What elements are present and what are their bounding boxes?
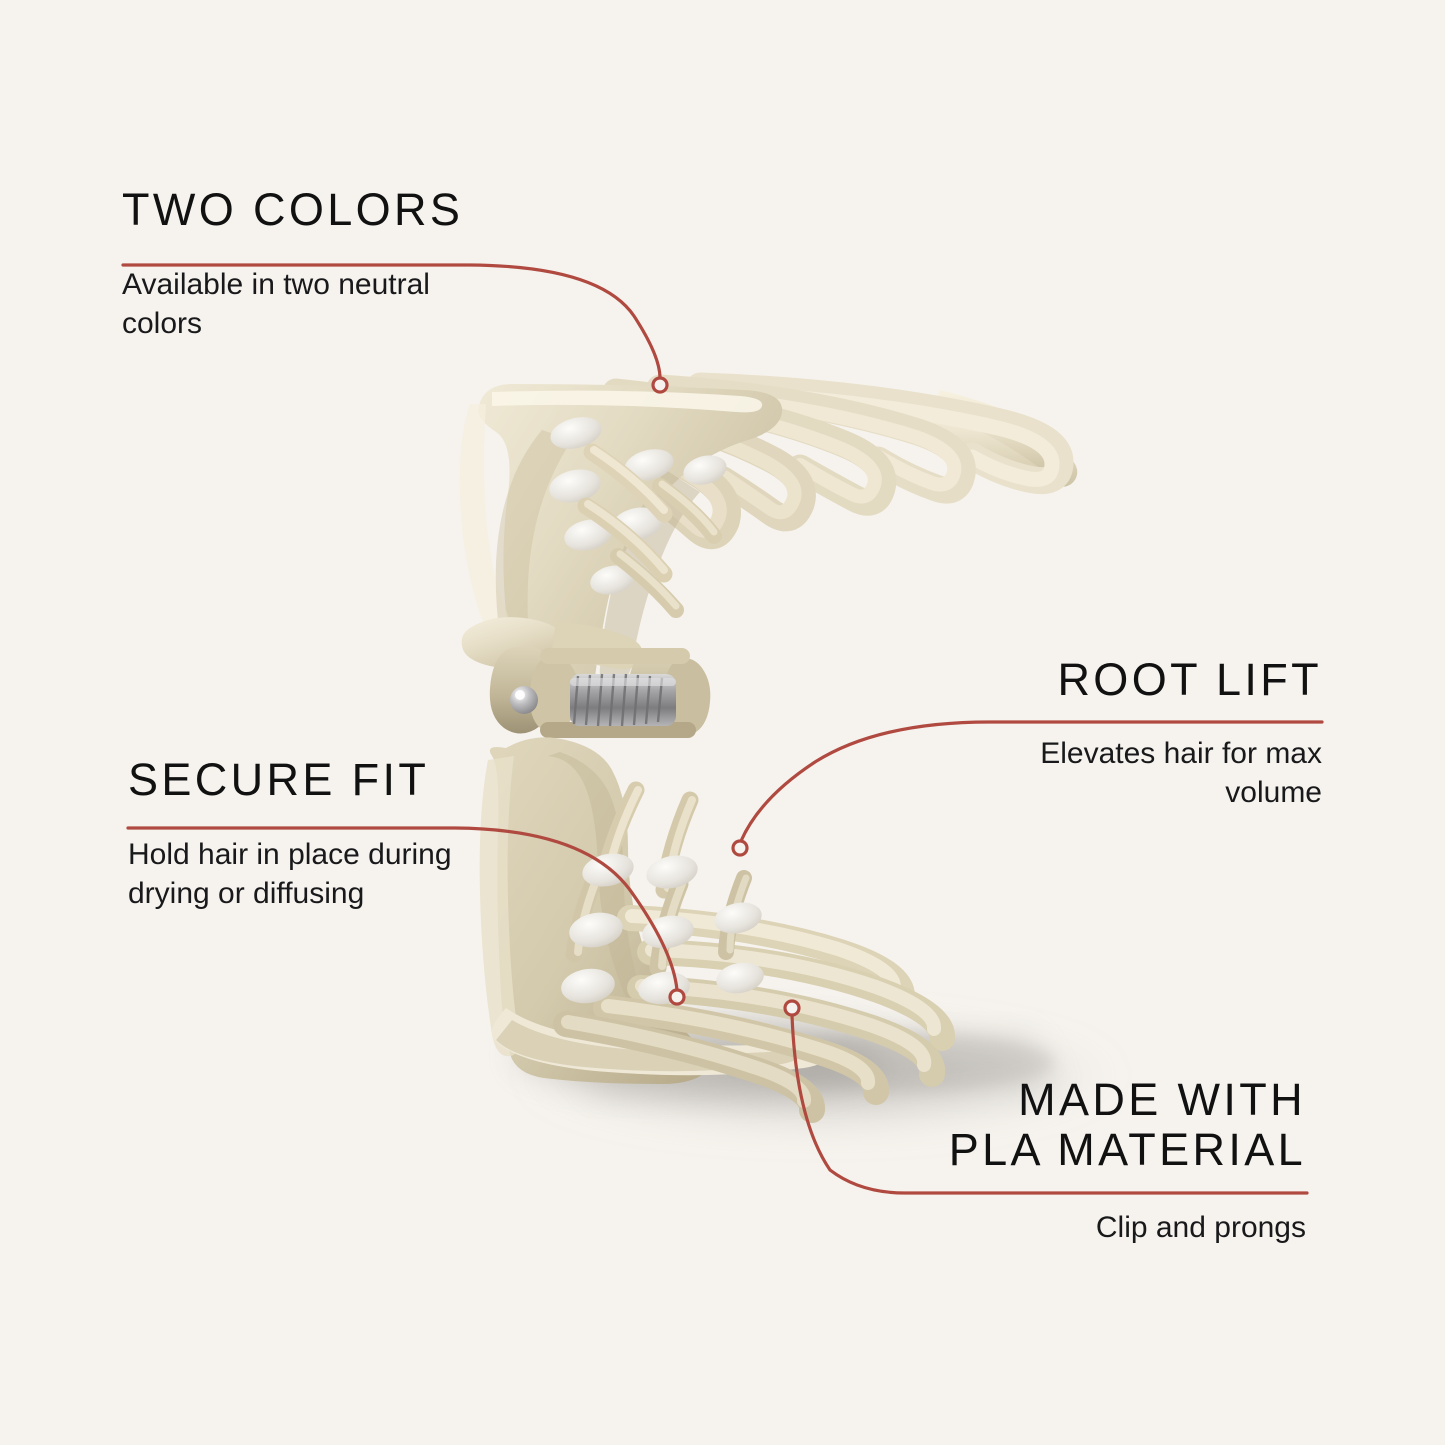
leader-line-two-colors xyxy=(121,263,662,380)
callout-root-lift: ROOT LIFT Elevates hair for max volume xyxy=(860,654,1322,812)
leader-line-root-lift xyxy=(739,720,1324,843)
leader-marker-root-lift xyxy=(731,839,749,857)
callout-root-lift-title: ROOT LIFT xyxy=(1057,654,1322,705)
callout-secure-fit: SECURE FIT Hold hair in place during dry… xyxy=(128,754,598,913)
leader-line-secure-fit xyxy=(126,826,679,992)
callout-secure-fit-body: Hold hair in place during drying or diff… xyxy=(128,838,452,911)
leader-marker-pla xyxy=(783,999,801,1017)
clip-upper-jaw xyxy=(459,372,1078,715)
leader-marker-two-colors xyxy=(651,376,669,394)
callout-made-with-pla-body: Clip and prongs xyxy=(1095,1210,1306,1244)
lower-jaw-cutouts xyxy=(561,853,764,1005)
callout-two-colors-body: Available in two neutral colors xyxy=(122,268,430,341)
clip-spring-hinge xyxy=(489,645,711,738)
callout-two-colors: TWO COLORS Available in two neutral colo… xyxy=(122,184,592,343)
callout-root-lift-body: Elevates hair for max volume xyxy=(1040,737,1322,810)
clip-lower-prongs xyxy=(553,905,955,1123)
callout-two-colors-title: TWO COLORS xyxy=(122,184,464,235)
upper-jaw-ribs xyxy=(577,443,722,618)
callout-made-with-pla: MADE WITH PLA MATERIAL Clip and prongs xyxy=(840,1074,1306,1247)
callout-made-with-pla-title: MADE WITH PLA MATERIAL xyxy=(948,1074,1306,1176)
leader-marker-secure-fit xyxy=(668,988,686,1006)
leader-line-pla xyxy=(790,1013,1309,1195)
callout-secure-fit-title: SECURE FIT xyxy=(128,754,430,805)
